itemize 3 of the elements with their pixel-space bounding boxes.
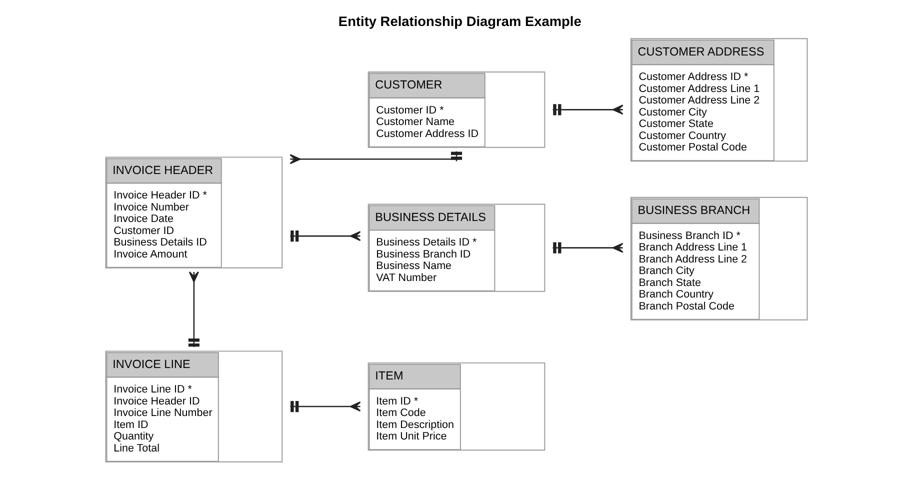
connector bbox=[552, 104, 623, 116]
diagram-title: Entity Relationship Diagram Example bbox=[338, 14, 581, 30]
connector bbox=[552, 242, 623, 254]
